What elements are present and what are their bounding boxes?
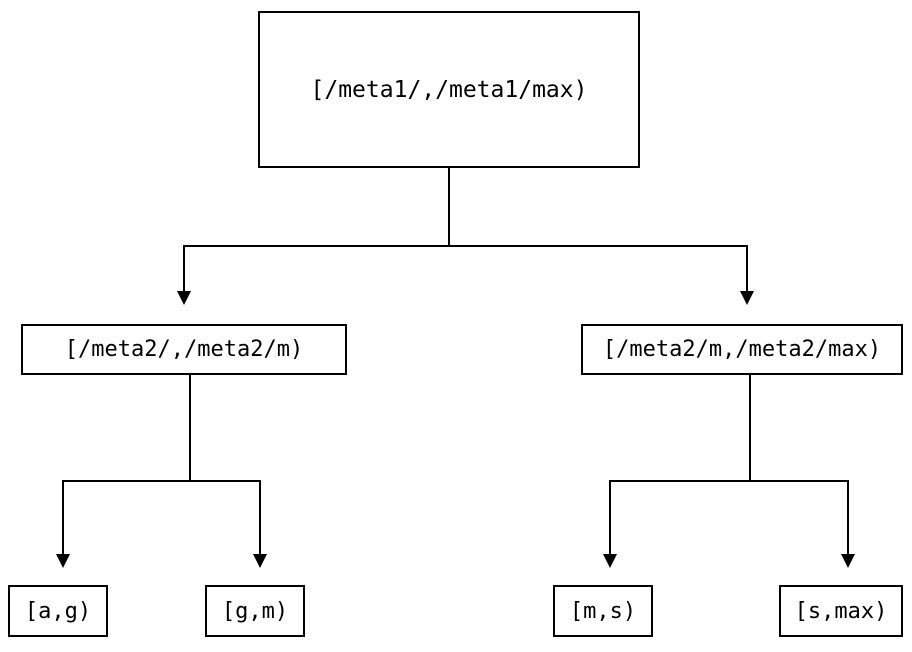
tree-node-root-label: [/meta1/,/meta1/max): [310, 76, 588, 103]
tree-node-leaf-ag-label: [a,g): [24, 598, 92, 624]
tree-node-leaf-gm[interactable]: [g,m): [205, 585, 305, 637]
tree-node-mid-left[interactable]: [/meta2/,/meta2/m): [21, 324, 347, 375]
tree-node-root[interactable]: [/meta1/,/meta1/max): [258, 11, 640, 168]
arrow-head-mid-right: [740, 291, 754, 305]
arrow-head-mid-left: [177, 291, 191, 305]
tree-node-leaf-ms-label: [m,s): [569, 598, 637, 624]
arrow-head-leaf-smax: [841, 554, 855, 568]
arrow-head-leaf-ag: [56, 554, 70, 568]
tree-node-leaf-smax[interactable]: [s,max): [779, 585, 903, 637]
tree-node-leaf-ag[interactable]: [a,g): [8, 585, 108, 637]
tree-node-leaf-smax-label: [s,max): [794, 598, 888, 624]
arrow-head-leaf-ms: [603, 554, 617, 568]
tree-node-mid-right[interactable]: [/meta2/m,/meta2/max): [581, 324, 903, 375]
arrow-head-leaf-gm: [253, 554, 267, 568]
tree-node-mid-right-label: [/meta2/m,/meta2/max): [602, 337, 882, 362]
tree-node-leaf-ms[interactable]: [m,s): [553, 585, 653, 637]
tree-node-mid-left-label: [/meta2/,/meta2/m): [64, 337, 304, 362]
tree-node-leaf-gm-label: [g,m): [221, 598, 289, 624]
